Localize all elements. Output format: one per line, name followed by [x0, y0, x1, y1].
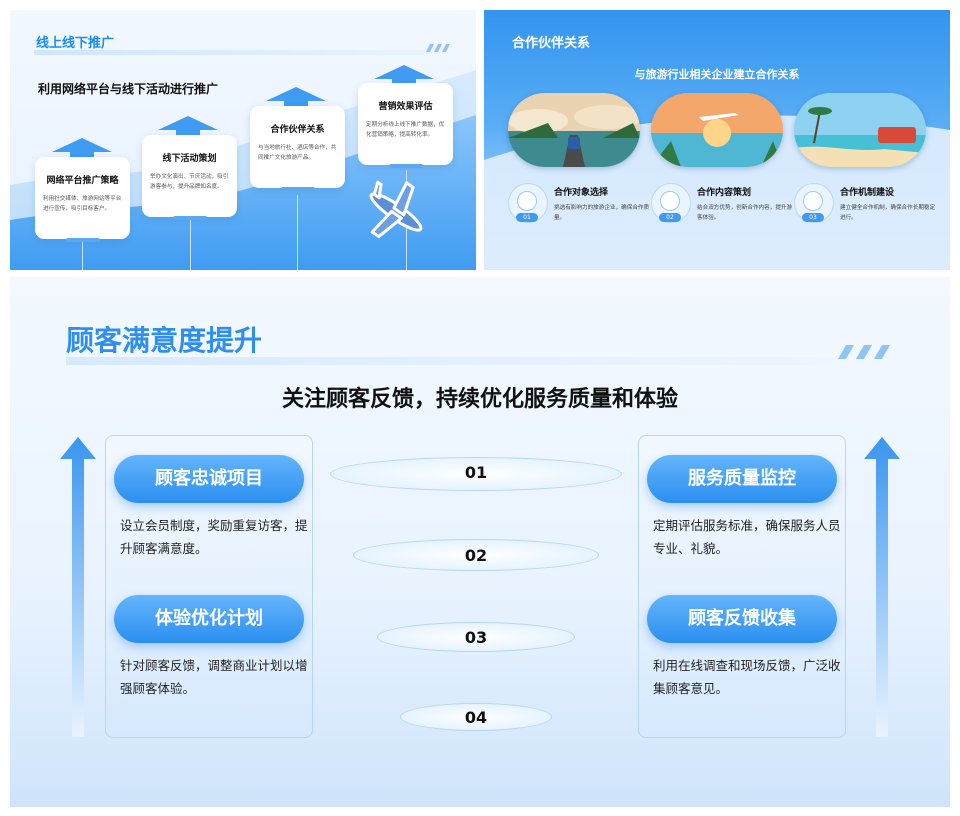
experience-plan-label: 体验优化计划	[114, 595, 304, 643]
quality-monitor-desc: 定期评估服务标准，确保服务人员专业、礼貌。	[653, 518, 841, 556]
arrow-up-icon	[158, 116, 218, 138]
photo-road-trip	[508, 93, 640, 167]
connector-line	[82, 240, 83, 270]
card-bar	[280, 187, 315, 191]
quality-monitor-label: 服务质量监控	[647, 455, 837, 503]
step-number: 01	[464, 463, 488, 482]
promo-card-partner: 合作伙伴关系 与当地旅行社、酒店等合作，共同推广文化旅游产品。	[250, 106, 345, 191]
slide-subtitle: 利用网络平台与线下活动进行推广	[38, 82, 219, 96]
slide-title: 顾客满意度提升	[66, 324, 263, 357]
loyalty-program-desc: 设立会员制度，奖励重复访客，提升顾客满意度。	[120, 518, 308, 556]
arrow-up-right-icon	[864, 437, 900, 737]
item-number: 02	[659, 213, 681, 222]
card-desc: 利用社交媒体、旅游网站等平台进行宣传，吸引目标客户。	[43, 196, 122, 212]
card-desc: 与当地旅行社、酒店等合作，共同推广文化旅游产品。	[258, 145, 337, 161]
arrow-up-icon	[52, 138, 112, 160]
step-number: 02	[464, 546, 488, 565]
slide-title: 线上线下推广	[36, 36, 115, 51]
item-number: 01	[516, 213, 538, 222]
promo-card-network: 网络平台推广策略 利用社交媒体、旅游网站等平台进行宣传，吸引目标客户。	[35, 157, 130, 242]
location-icon	[517, 191, 537, 211]
slide-customer-satisfaction: 顾客满意度提升 关注顾客反馈，持续优化服务质量和体验 顾客忠诚项目 设立会员制度…	[10, 277, 950, 807]
feedback-collection-desc: 利用在线调查和现场反馈，广泛收集顾客意见。	[653, 658, 841, 696]
experience-plan-desc: 针对顾客反馈，调整商业计划以增强顾客体验。	[120, 658, 308, 696]
item-desc: 结合双方优势，创新合作内容，提升游客体验。	[697, 205, 793, 221]
slide-online-offline-promotion: 线上线下推广 利用网络平台与线下活动进行推广 网络平台推广策略 利用社交媒体、旅…	[10, 10, 476, 270]
item-desc: 建立健全合作机制，确保合作长期稳定进行。	[840, 205, 936, 221]
photo-sunset-plane	[651, 93, 783, 167]
decorative-stripes	[426, 44, 450, 52]
promo-card-offline: 线下活动策划 举办文化演出、节庆活动，吸引游客参与，提升品牌知名度。	[142, 135, 237, 220]
slide-partnership: 合作伙伴关系 与旅游行业相关企业建立合作关系 01 合作对象选择	[484, 10, 950, 270]
step-disc-2	[353, 539, 599, 571]
airplane-icon	[369, 180, 423, 239]
title-underline	[34, 50, 429, 55]
inbox-icon	[803, 191, 823, 211]
arrow-up-icon	[266, 87, 326, 109]
item-desc: 挑选有影响力的旅游企业，确保合作质量。	[554, 205, 650, 221]
card-bar	[172, 216, 207, 220]
card-desc: 定期分析线上线下推广数据，优化营销策略，提高转化率。	[366, 122, 445, 138]
title-underline	[66, 357, 836, 365]
step-number: 03	[464, 628, 488, 647]
step-disc-4	[400, 703, 552, 731]
item-title: 合作内容策划	[697, 188, 752, 198]
step-number: 04	[464, 708, 488, 727]
step-disc-3	[377, 622, 575, 652]
card-bar	[388, 164, 423, 168]
card-title: 合作伙伴关系	[270, 125, 325, 135]
item-number: 03	[802, 213, 824, 222]
step-disc-1	[330, 457, 622, 491]
network-icon	[660, 191, 680, 211]
connector-line	[190, 215, 191, 270]
feedback-collection-label: 顾客反馈收集	[647, 595, 837, 643]
photo-tropical-bus	[794, 93, 926, 167]
loyalty-program-label: 顾客忠诚项目	[114, 455, 304, 503]
card-desc: 举办文化演出、节庆活动，吸引游客参与，提升品牌知名度。	[150, 174, 229, 190]
connector-line	[297, 195, 298, 270]
card-title: 线下活动策划	[162, 154, 217, 164]
arrow-up-icon	[374, 65, 434, 87]
promo-card-evaluation: 营销效果评估 定期分析线上线下推广数据，优化营销策略，提高转化率。	[358, 83, 453, 168]
item-title: 合作对象选择	[554, 188, 609, 198]
decorative-stripes	[838, 345, 890, 359]
slide-subtitle: 关注顾客反馈，持续优化服务质量和体验	[281, 387, 678, 412]
arrow-up-left-icon	[60, 437, 96, 737]
item-title: 合作机制建设	[840, 188, 895, 198]
slide-title: 合作伙伴关系	[512, 36, 591, 51]
card-title: 营销效果评估	[378, 102, 433, 112]
card-title: 网络平台推广策略	[46, 176, 119, 186]
slide-subtitle: 与旅游行业相关企业建立合作关系	[634, 68, 800, 81]
card-bar	[65, 238, 100, 242]
